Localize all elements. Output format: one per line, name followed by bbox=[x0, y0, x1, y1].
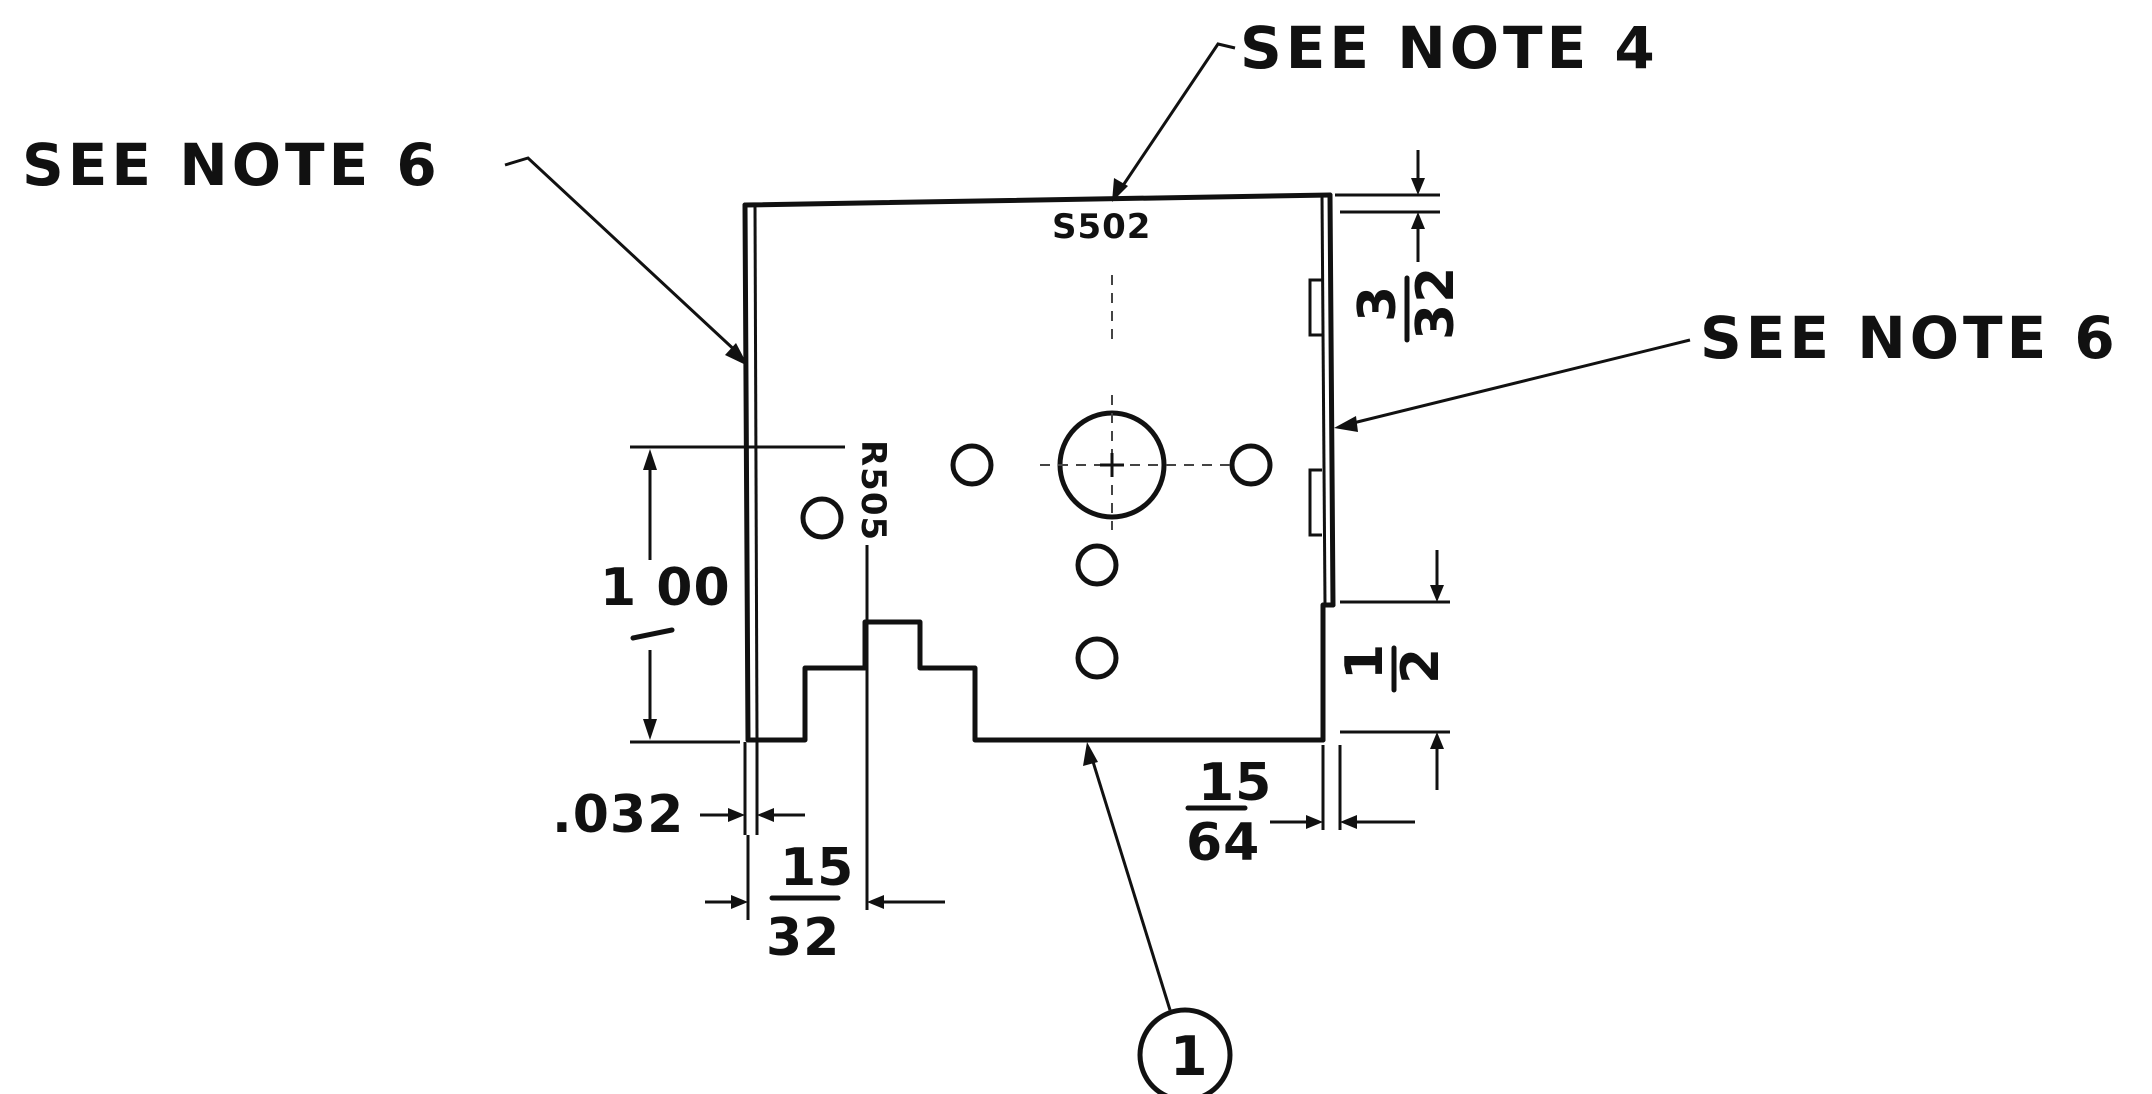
item-balloon-number: 1 bbox=[1170, 1025, 1208, 1088]
hole-far-left bbox=[800, 496, 844, 540]
dim-1-2-numerator: 1 bbox=[1335, 643, 1395, 680]
dim-15-64-denominator: 64 bbox=[1186, 813, 1260, 873]
note-6-left-callout: SEE NOTE 6 bbox=[22, 131, 748, 366]
dim-left-height: 1 00 bbox=[600, 445, 845, 744]
dim-3-32: 3 32 bbox=[1335, 150, 1466, 343]
dim-right-1-2: 1 2 bbox=[1335, 550, 1451, 790]
dim-left-height-value: 1 00 bbox=[600, 558, 731, 618]
dim-3-32-numerator: 3 bbox=[1348, 285, 1408, 322]
see-note-4-label: SEE NOTE 4 bbox=[1240, 14, 1659, 82]
note-6-right-callout: SEE NOTE 6 bbox=[1334, 304, 2119, 432]
see-note-6-left-label: SEE NOTE 6 bbox=[22, 131, 441, 199]
item-balloon: 1 bbox=[1083, 742, 1233, 1094]
dim-thickness: .032 bbox=[552, 742, 805, 845]
dim-15-32: 15 32 bbox=[705, 835, 945, 968]
hole-middle bbox=[1075, 543, 1119, 587]
dim-15-64-numerator: 15 bbox=[1198, 753, 1272, 813]
ref-r505: R505 bbox=[853, 440, 893, 541]
ref-s502: S502 bbox=[1052, 207, 1151, 247]
hole-left bbox=[950, 443, 994, 487]
bracket-outline bbox=[742, 192, 1336, 743]
hole-right bbox=[1229, 443, 1273, 487]
note-4-callout: SEE NOTE 4 bbox=[1112, 14, 1659, 202]
hole-lower bbox=[1075, 636, 1119, 680]
center-lines bbox=[1040, 275, 1232, 530]
dim-15-32-denominator: 32 bbox=[766, 908, 840, 968]
dim-1-2-denominator: 2 bbox=[1391, 647, 1451, 684]
dim-15-64: 15 64 bbox=[1185, 745, 1415, 873]
see-note-6-right-label: SEE NOTE 6 bbox=[1700, 304, 2119, 372]
dim-3-32-denominator: 32 bbox=[1406, 266, 1466, 340]
dim-15-32-numerator: 15 bbox=[780, 838, 854, 898]
dim-thickness-value: .032 bbox=[552, 785, 684, 845]
